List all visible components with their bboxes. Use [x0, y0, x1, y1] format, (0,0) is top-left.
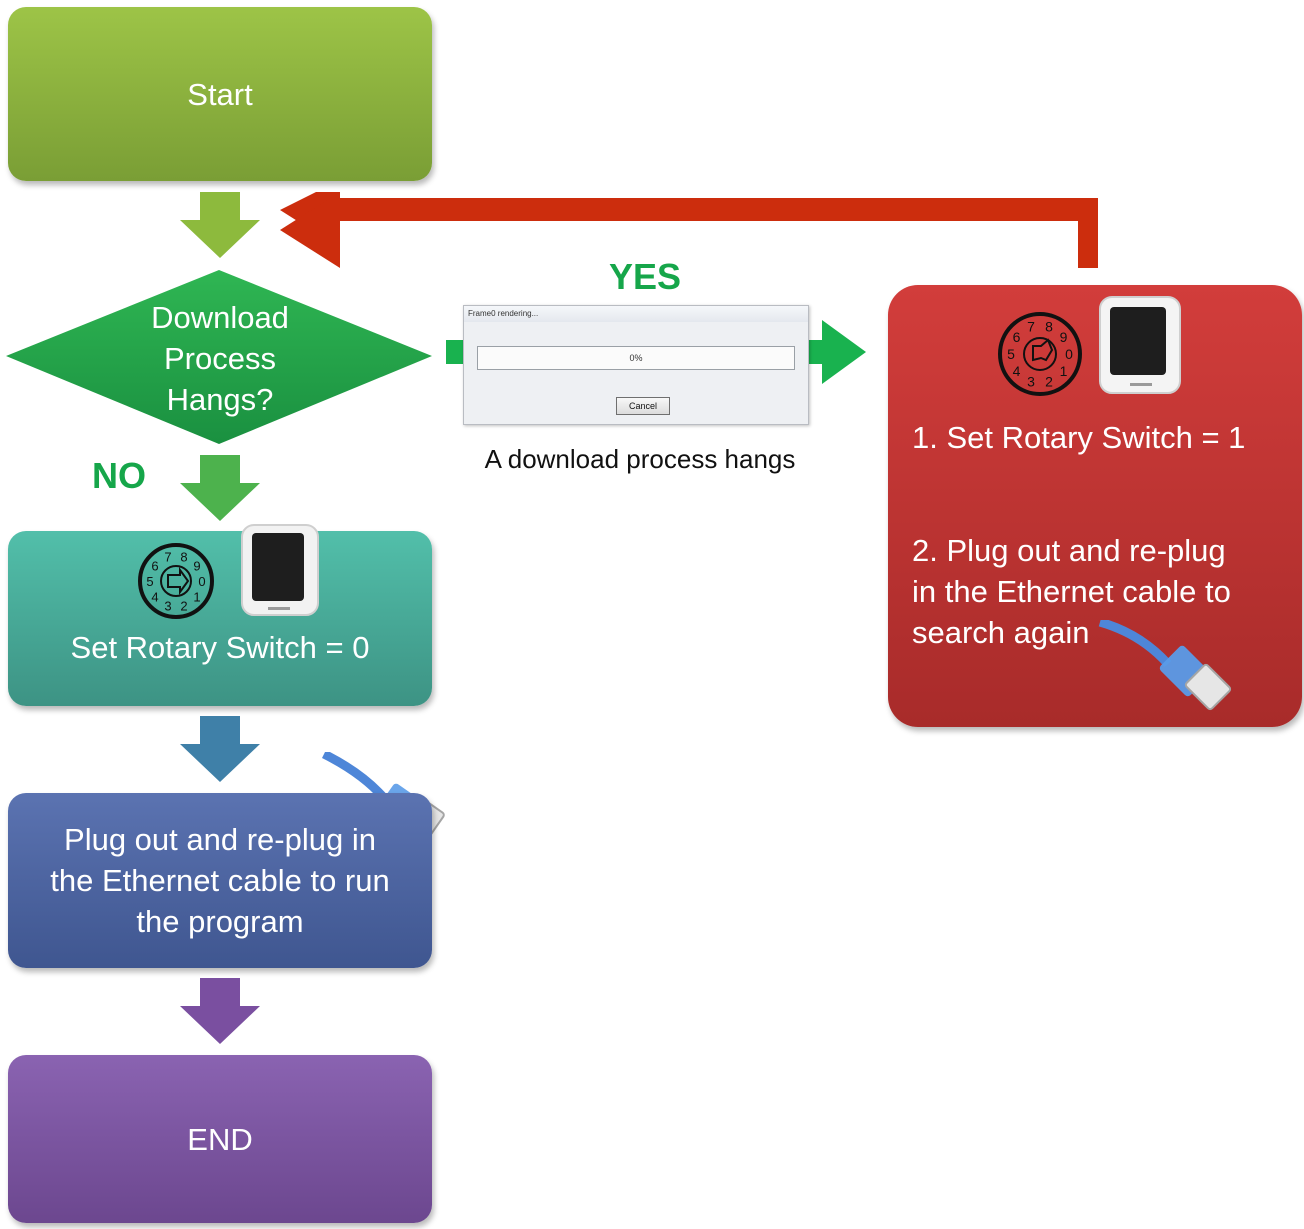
device-icon: [241, 524, 319, 616]
dialog-cancel-button[interactable]: Cancel: [616, 397, 670, 415]
end-label: END: [187, 1121, 253, 1157]
arrow-start-to-decision: [180, 192, 260, 258]
dial-digit-6: 6: [1013, 329, 1021, 345]
dialog-titlebar: [464, 306, 808, 322]
dial-digit-3: 3: [1027, 374, 1035, 390]
dialog-progress-bar: 0%: [477, 346, 795, 370]
recovery-step-2-line-2: in the Ethernet cable to: [912, 574, 1231, 609]
yes-label: YES: [609, 256, 682, 297]
recovery-step-2-line-1: 2. Plug out and re-plug: [912, 533, 1226, 568]
dial-digit-1: 1: [193, 589, 200, 604]
dial-digit-0: 0: [198, 574, 205, 589]
dial-digit-7: 7: [1027, 318, 1035, 334]
decision-label: Download Process Hangs?: [120, 297, 320, 420]
dial-digit-8: 8: [1045, 318, 1053, 334]
recovery-step-2: 2. Plug out and re-plug in the Ethernet …: [912, 530, 1292, 653]
dial-digit-9: 9: [1060, 329, 1068, 345]
set-rotary-0-label: Set Rotary Switch = 0: [70, 630, 370, 665]
rendering-dialog: Frame0 rendering... 0% Cancel: [463, 305, 809, 425]
start-node: Start: [8, 7, 432, 181]
plug-run-line-3: the program: [136, 904, 304, 939]
dial-digit-2: 2: [1045, 374, 1053, 390]
start-label: Start: [187, 76, 253, 112]
decision-diamond: [6, 270, 432, 444]
dial-digit-4: 4: [1013, 363, 1021, 379]
dial-digit-2: 2: [180, 599, 187, 614]
arrow-set0-to-plug: [180, 716, 260, 782]
loop-back-arrow: [280, 192, 1098, 268]
plug-run-line-2: the Ethernet cable to run: [50, 863, 390, 898]
recovery-step-1: 1. Set Rotary Switch = 1: [912, 420, 1246, 455]
device-icon-red: [1099, 296, 1181, 394]
arrow-decision-to-set0: [180, 455, 260, 521]
decision-line-3: Hangs?: [166, 382, 274, 417]
yes-arrow: [808, 320, 866, 384]
dial-digit-9: 9: [193, 559, 200, 574]
dial-digit-0: 0: [1065, 346, 1073, 362]
dial-digit-1: 1: [1060, 363, 1068, 379]
dialog-caption: A download process hangs: [484, 444, 796, 474]
dial-digit-4: 4: [151, 589, 158, 604]
decision-line-2: Process: [164, 341, 276, 376]
no-label: NO: [92, 455, 146, 496]
plug-run-node: Plug out and re-plug in the Ethernet cab…: [8, 793, 432, 968]
dial-digit-5: 5: [1007, 346, 1015, 362]
end-node: END: [8, 1055, 432, 1223]
dial-digit-6: 6: [151, 559, 158, 574]
dial-digit-3: 3: [164, 599, 171, 614]
plug-run-label: Plug out and re-plug in the Ethernet cab…: [50, 819, 390, 942]
ethernet-cable-icon-red: [1098, 620, 1232, 711]
decision-line-1: Download: [151, 300, 289, 335]
dial-digit-7: 7: [164, 549, 171, 564]
recovery-step-2-line-3: search again: [912, 615, 1090, 650]
dial-digit-8: 8: [180, 549, 187, 564]
dial-digit-5: 5: [146, 574, 153, 589]
arrow-plug-to-end: [180, 978, 260, 1044]
dialog-title: Frame0 rendering...: [468, 309, 539, 318]
plug-run-line-1: Plug out and re-plug in: [64, 822, 376, 857]
